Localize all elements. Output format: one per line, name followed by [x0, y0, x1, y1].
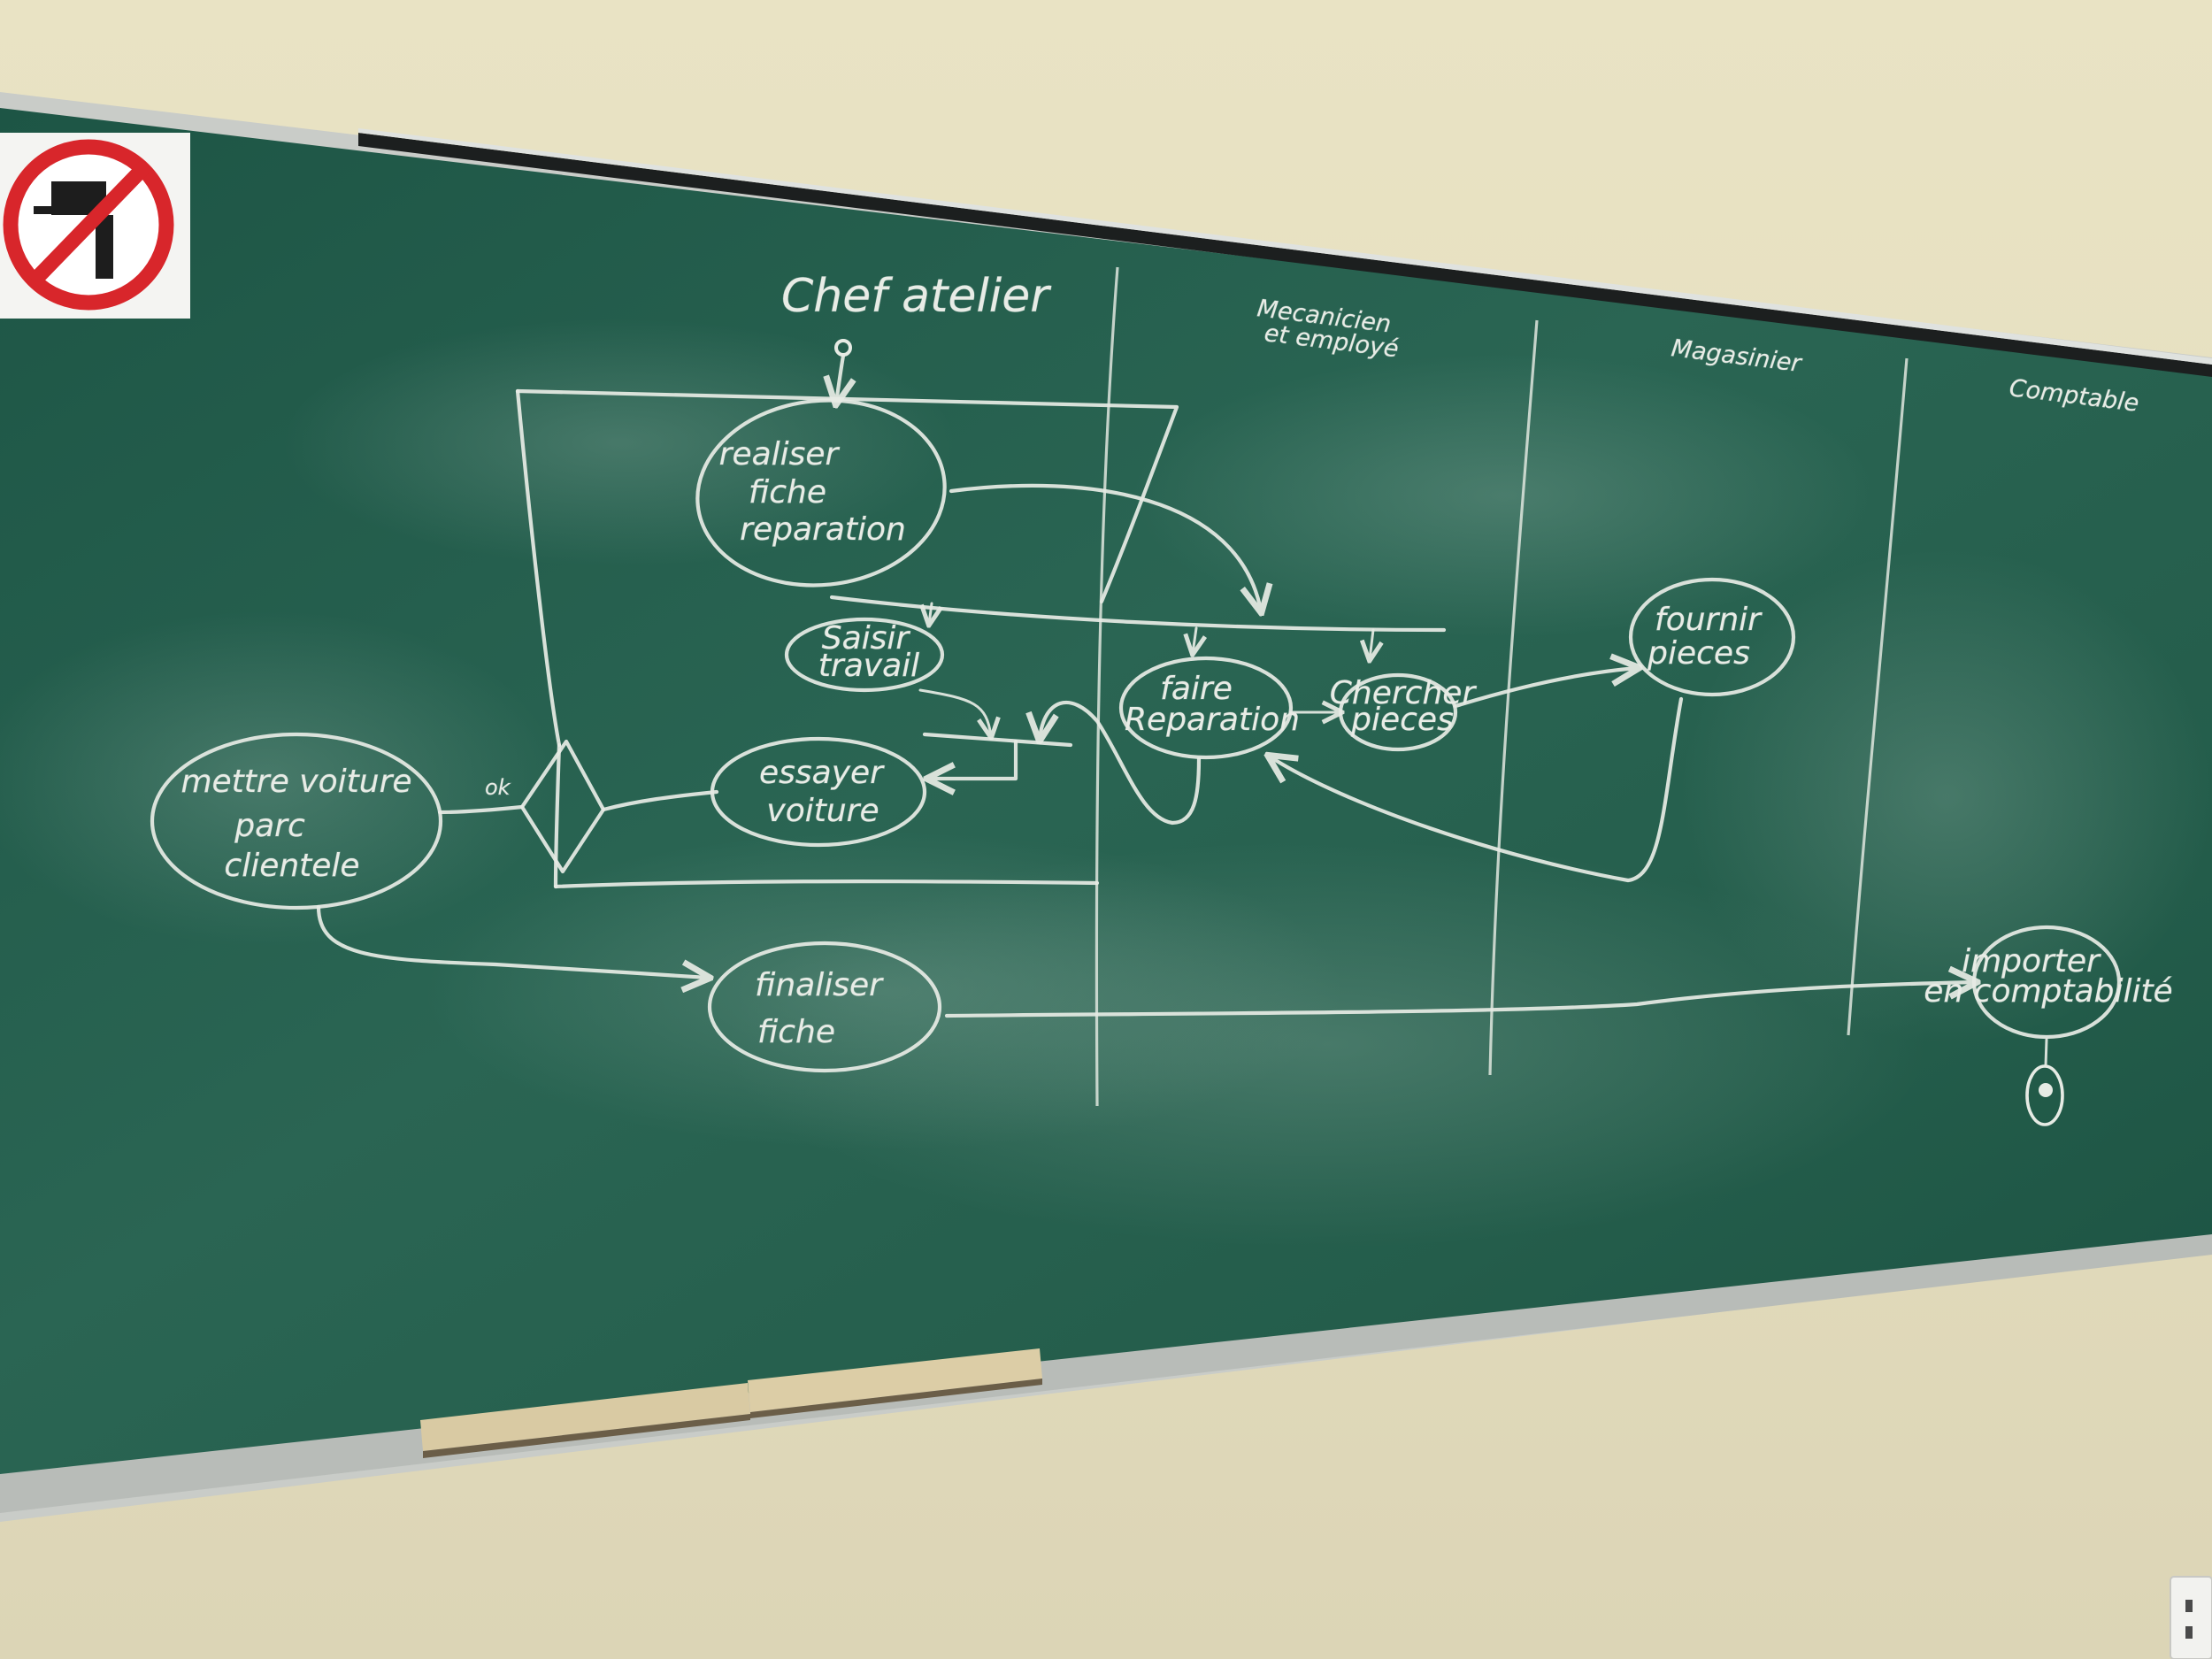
node-fournir-line2: pieces [1647, 635, 1750, 672]
node-chercher-pieces[interactable]: Chercher pieces [1329, 672, 1478, 752]
decision-diamond[interactable]: ok [485, 739, 606, 874]
flow-connectors [316, 388, 2048, 1068]
node-importer-line2: en comptabilité [1924, 973, 2172, 1010]
node-saisir-line2: travail [818, 648, 919, 684]
node-realiser-fiche[interactable]: realiser fiche reparation [688, 388, 954, 597]
node-mettre-voiture[interactable]: mettre voiture parc clientele [150, 732, 443, 910]
chalk-tray [0, 1234, 2212, 1513]
node-fournir-pieces[interactable]: fournir pieces [1628, 577, 1796, 697]
node-finaliser-line2: fiche [757, 1014, 835, 1050]
eraser-icon[interactable] [420, 1383, 750, 1458]
node-chercher-line2: pieces [1350, 702, 1454, 738]
chalkboard [0, 92, 2212, 1522]
end-node [2025, 1064, 2064, 1126]
node-realiser-line1: realiser [719, 436, 841, 472]
node-fournir-line1: fournir [1655, 602, 1763, 638]
node-mettre-line3: clientele [224, 848, 359, 884]
node-essayer-line1: essayer [759, 755, 885, 791]
node-saisir-line1: Saisir [822, 620, 911, 657]
node-finaliser-line1: finaliser [755, 967, 884, 1003]
wall-outlet-icon [2170, 1576, 2212, 1659]
node-realiser-line3: reparation [740, 511, 906, 548]
node-chercher-line1: Chercher [1330, 675, 1478, 711]
node-essayer-voiture[interactable]: essayer voiture [710, 736, 927, 848]
node-faire-line1: faire [1160, 671, 1233, 707]
node-saisir-travail[interactable]: Saisir travail [784, 617, 945, 693]
node-mettre-line1: mettre voiture [180, 764, 411, 800]
lane-dividers [1094, 266, 1909, 1107]
map-rail [358, 133, 2212, 377]
node-faire-reparation[interactable]: faire Reparation [1118, 656, 1300, 760]
node-importer-line1: importer [1962, 943, 2101, 979]
node-essayer-line2: voiture [766, 793, 879, 829]
node-importer-comptabilite[interactable]: importer en comptabilité [1924, 925, 2173, 1040]
lane-header-chef: Chef atelier [781, 270, 1052, 323]
node-finaliser-fiche[interactable]: finaliser fiche [707, 941, 942, 1073]
node-realiser-line2: fiche [749, 474, 826, 511]
node-mettre-line2: parc [234, 808, 305, 844]
node-faire-line2: Reparation [1125, 702, 1300, 738]
no-hammer-sign-icon [0, 133, 190, 319]
eraser-icon[interactable] [748, 1348, 1042, 1418]
decision-label: ok [485, 775, 511, 800]
